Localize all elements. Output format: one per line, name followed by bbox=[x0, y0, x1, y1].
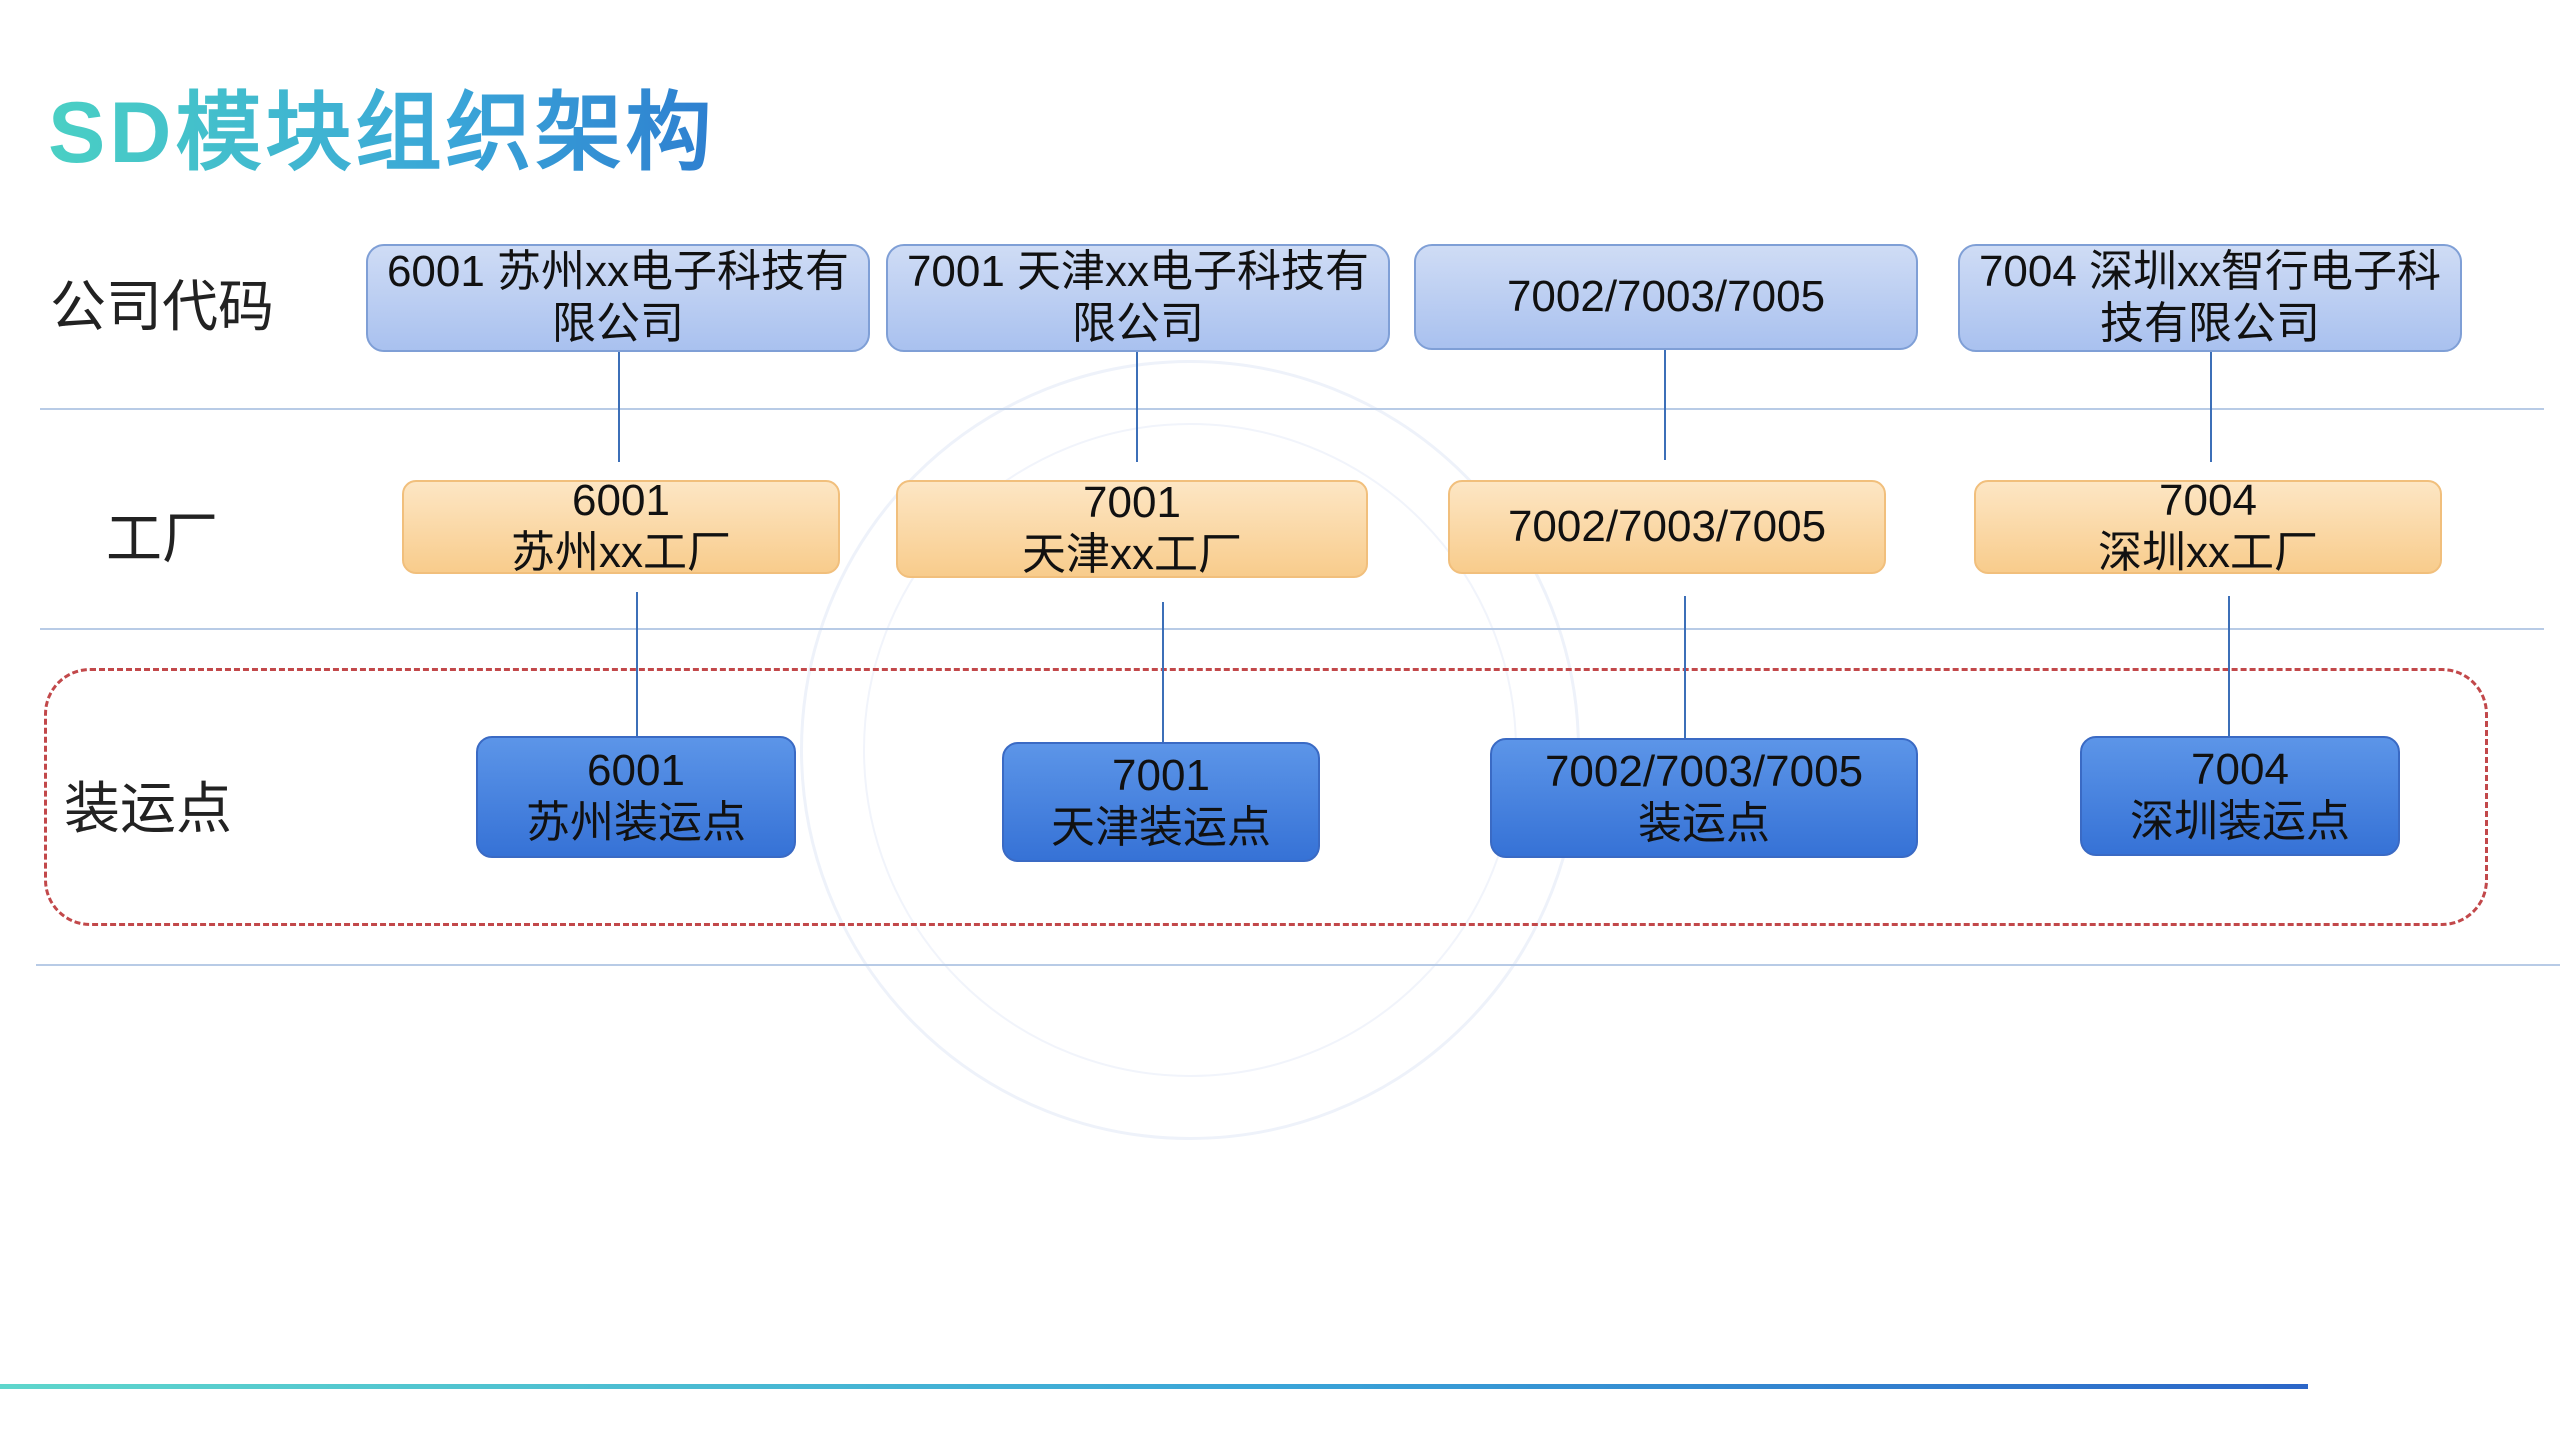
row-label-company-code: 公司代码 bbox=[50, 275, 274, 338]
footer-accent-bar bbox=[0, 1384, 2308, 1389]
company-code-box: 6001 苏州xx电子科技有 限公司 bbox=[366, 244, 870, 352]
separator-line bbox=[36, 964, 2560, 966]
separator-line bbox=[40, 408, 2544, 410]
page-title: SD模块组织架构 bbox=[48, 62, 715, 187]
connector-line bbox=[1684, 596, 1686, 738]
connector-line bbox=[1136, 352, 1138, 462]
company-code-box: 7002/7003/7005 bbox=[1414, 244, 1918, 350]
row-label-plant: 工厂 bbox=[106, 507, 218, 570]
shipping-point-box: 6001 苏州装运点 bbox=[476, 736, 796, 858]
plant-box: 7004 深圳xx工厂 bbox=[1974, 476, 2442, 577]
company-code-box: 7004 深圳xx智行电子科 技有限公司 bbox=[1958, 244, 2462, 352]
plant-box: 7002/7003/7005 bbox=[1448, 480, 1886, 574]
shipping-point-box: 7001 天津装运点 bbox=[1002, 742, 1320, 862]
plant-box: 7001 天津xx工厂 bbox=[896, 478, 1368, 579]
shipping-point-box: 7004 深圳装运点 bbox=[2080, 736, 2400, 856]
row-label-shipping-point: 装运点 bbox=[64, 777, 232, 840]
connector-line bbox=[1162, 602, 1164, 742]
connector-line bbox=[636, 592, 638, 738]
connector-line bbox=[618, 352, 620, 462]
shipping-point-box: 7002/7003/7005 装运点 bbox=[1490, 738, 1918, 858]
separator-line bbox=[40, 628, 2544, 630]
connector-line bbox=[2210, 352, 2212, 462]
connector-line bbox=[1664, 350, 1666, 460]
connector-line bbox=[2228, 596, 2230, 738]
company-code-box: 7001 天津xx电子科技有 限公司 bbox=[886, 244, 1390, 352]
shipping-point-zone bbox=[44, 668, 2488, 926]
plant-box: 6001 苏州xx工厂 bbox=[402, 476, 840, 577]
